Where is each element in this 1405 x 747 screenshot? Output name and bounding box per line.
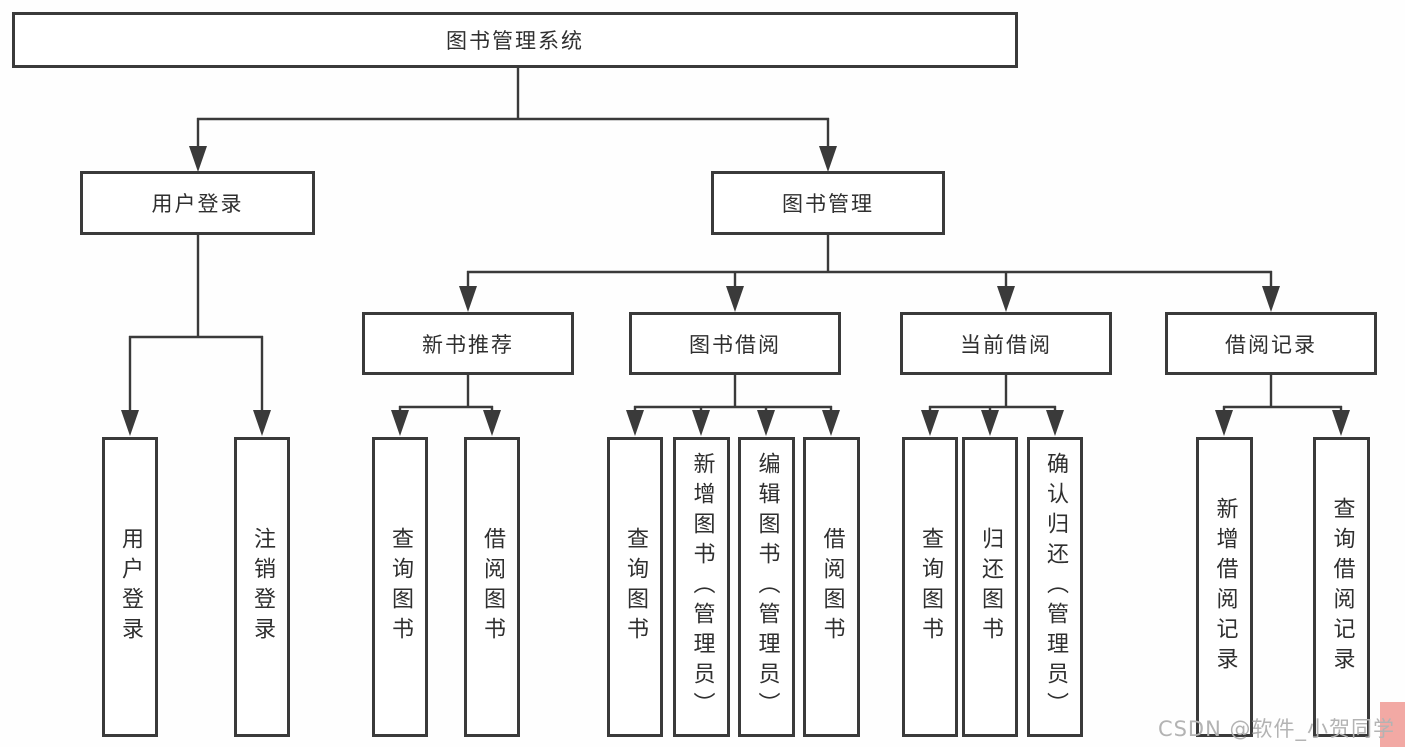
node-user-login-label: 用户登录 (151, 192, 244, 216)
leaf-add-borrow-record-label: 新增借阅记录 (1212, 497, 1238, 677)
leaf-query-borrow-record: 查询借阅记录 (1313, 437, 1370, 737)
node-root-label: 图书管理系统 (446, 29, 584, 53)
leaf-logout: 注销登录 (234, 437, 290, 737)
leaf-edit-books-admin-label: 编辑图书（管理员） (754, 452, 780, 722)
leaf-borrow-books: 借阅图书 (803, 437, 860, 737)
node-book-borrow: 图书借阅 (629, 312, 841, 375)
connector-root-to-level2 (196, 68, 830, 150)
leaf-add-borrow-record: 新增借阅记录 (1196, 437, 1253, 737)
leaf-borrow-books-recommend: 借阅图书 (464, 437, 520, 737)
node-current-borrow: 当前借阅 (900, 312, 1112, 375)
node-root-library-system: 图书管理系统 (12, 12, 1018, 68)
connector-records-to-leaves (1222, 375, 1343, 414)
leaf-query-borrow-record-label: 查询借阅记录 (1329, 497, 1355, 677)
leaf-edit-books-admin: 编辑图书（管理员） (738, 437, 795, 737)
connector-userlogin-to-leaves (128, 235, 264, 414)
leaf-query-books-borrow-label: 查询图书 (623, 527, 648, 647)
connector-newbook-to-leaves (398, 375, 494, 414)
leaf-query-books-recommend: 查询图书 (372, 437, 428, 737)
arrowheads (121, 146, 1350, 436)
connector-bookborrow-to-leaves (633, 375, 833, 414)
leaf-logout-label: 注销登录 (250, 527, 275, 647)
leaf-borrow-books-label: 借阅图书 (819, 527, 845, 647)
node-book-borrow-label: 图书借阅 (689, 332, 781, 357)
leaf-add-books-admin: 新增图书（管理员） (673, 437, 730, 737)
leaf-return-books-label: 归还图书 (978, 527, 1003, 647)
node-new-book-recommend-label: 新书推荐 (422, 332, 514, 357)
leaf-query-books-borrow: 查询图书 (607, 437, 663, 737)
leaf-return-books: 归还图书 (962, 437, 1018, 737)
connector-currentborrow-to-leaves (928, 375, 1057, 414)
node-borrow-records-label: 借阅记录 (1225, 332, 1317, 357)
leaf-query-books-current-label: 查询图书 (918, 527, 943, 647)
leaf-user-login-label: 用户登录 (118, 527, 143, 647)
leaf-confirm-return-admin: 确认归还（管理员） (1027, 437, 1083, 737)
leaf-query-books-recommend-label: 查询图书 (388, 527, 413, 647)
leaf-query-books-current: 查询图书 (902, 437, 958, 737)
node-borrow-records: 借阅记录 (1165, 312, 1377, 375)
node-book-management: 图书管理 (711, 171, 945, 235)
leaf-borrow-books-recommend-label: 借阅图书 (480, 527, 505, 647)
node-user-login: 用户登录 (80, 171, 315, 235)
node-book-management-label: 图书管理 (782, 192, 874, 216)
node-new-book-recommend: 新书推荐 (362, 312, 574, 375)
leaf-add-books-admin-label: 新增图书（管理员） (689, 452, 715, 722)
node-current-borrow-label: 当前借阅 (960, 332, 1052, 357)
connector-bookmgmt-to-level3 (466, 235, 1273, 290)
csdn-watermark: CSDN @软件_小贺同学 (1157, 717, 1395, 741)
leaf-user-login: 用户登录 (102, 437, 158, 737)
watermark-highlight-block (1380, 702, 1405, 747)
leaf-confirm-return-admin-label: 确认归还（管理员） (1043, 452, 1068, 722)
